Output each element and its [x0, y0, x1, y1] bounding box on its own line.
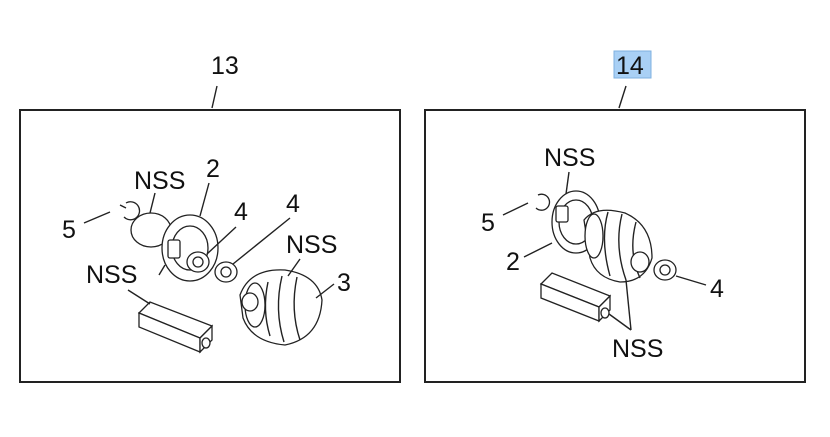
- clamp-part-4b[interactable]: [214, 261, 238, 283]
- leader-part-4b: [232, 217, 291, 265]
- leader-nss-boot: [287, 258, 301, 277]
- label-part-4[interactable]: 4: [710, 275, 724, 303]
- panel-13: 13 5 NSS 2 4: [19, 52, 401, 383]
- leader-nss-ring: [565, 171, 570, 195]
- panel-14: 14 5 2 NSS: [424, 50, 806, 383]
- callout-14-highlight: [613, 50, 652, 79]
- label-part-2[interactable]: 2: [206, 155, 220, 183]
- snap-ring-part-5[interactable]: [119, 201, 141, 221]
- leader-part-5: [83, 211, 111, 224]
- label-nss-ring[interactable]: NSS: [544, 144, 595, 172]
- leader-nss-ring: [149, 192, 156, 214]
- label-part-2[interactable]: 2: [506, 248, 520, 276]
- leader-nss-bottom-b: [625, 279, 632, 331]
- callout-14-leader: [618, 85, 627, 109]
- leader-part-2: [199, 182, 210, 217]
- callout-14[interactable]: 14: [616, 52, 644, 80]
- leader-nss-bottom-a: [608, 313, 632, 331]
- label-nss-tool[interactable]: NSS: [86, 261, 137, 289]
- clamp-part-4a[interactable]: [186, 251, 210, 273]
- panel-14-frame: [424, 109, 806, 383]
- bellows-boot-part-3[interactable]: [239, 269, 323, 346]
- label-part-3[interactable]: 3: [337, 269, 351, 297]
- leader-part-2: [523, 242, 553, 258]
- label-part-4a[interactable]: 4: [234, 198, 248, 226]
- label-nss-ring[interactable]: NSS: [134, 167, 185, 195]
- label-nss-boot[interactable]: NSS: [286, 231, 337, 259]
- callout-13-leader: [211, 85, 218, 109]
- grease-pack-nss[interactable]: [137, 301, 214, 354]
- snap-ring-part-5[interactable]: [535, 193, 551, 211]
- leader-part-4a: [206, 226, 237, 255]
- clamp-part-4[interactable]: [653, 259, 677, 281]
- leader-part-4: [675, 275, 707, 286]
- panel-13-frame: [19, 109, 401, 383]
- callout-13[interactable]: 13: [211, 52, 239, 80]
- bellows-boot[interactable]: [583, 209, 653, 283]
- leader-nss-tool: [127, 289, 151, 305]
- label-part-5[interactable]: 5: [62, 216, 76, 244]
- leader-part-5: [502, 202, 529, 216]
- label-part-5[interactable]: 5: [481, 209, 495, 237]
- leader-part-3: [315, 283, 335, 299]
- label-nss-bottom[interactable]: NSS: [612, 335, 663, 363]
- label-part-4b[interactable]: 4: [286, 190, 300, 218]
- grease-pack[interactable]: [539, 272, 612, 323]
